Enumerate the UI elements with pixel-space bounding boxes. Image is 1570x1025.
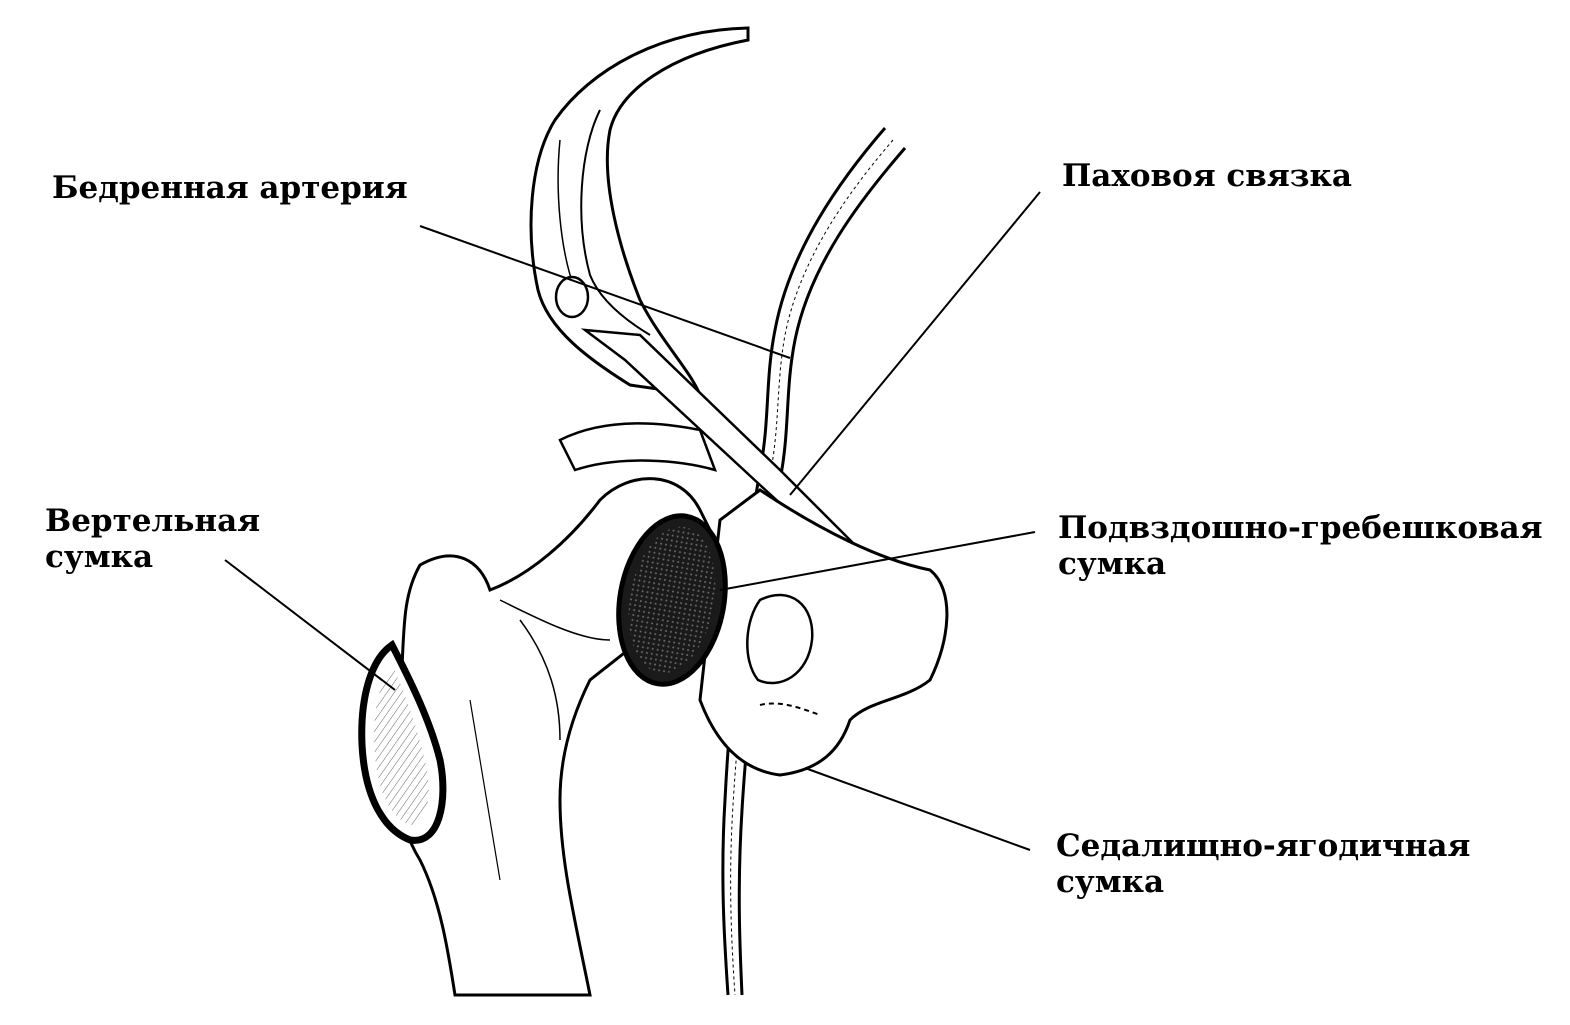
leader-lines	[224, 191, 1041, 851]
leader-femoral-artery	[419, 225, 791, 359]
ilium-bone	[529, 26, 750, 397]
label-ischiogluteal-bursa-line2: сумка	[1056, 864, 1165, 900]
leader-inguinal-ligament	[789, 191, 1041, 496]
label-trochanteric-bursa-line2: сумка	[45, 539, 154, 575]
leader-trochanteric-bursa	[224, 559, 396, 691]
femur-bone	[393, 422, 718, 997]
label-trochanteric-bursa: Вертельная сумка	[45, 503, 260, 575]
label-iliopectineal-bursa-line1: Подвздошно-гребешковая	[1058, 510, 1543, 546]
label-iliopectineal-bursa-line2: сумка	[1058, 546, 1167, 582]
label-femoral-artery: Бедренная артерия	[52, 170, 408, 206]
label-ischiogluteal-bursa-line1: Седалищно-ягодичная	[1056, 828, 1471, 864]
leader-ischiogluteal-bursa	[804, 767, 1031, 851]
label-inguinal-ligament: Паховоя связка	[1062, 158, 1353, 194]
femoral-artery-section	[554, 275, 590, 319]
label-trochanteric-bursa-line1: Вертельная	[45, 503, 261, 539]
iliopectineal-bursa	[616, 513, 728, 687]
pubis-ischium	[698, 488, 949, 777]
trochanteric-bursa	[358, 639, 447, 844]
label-ischiogluteal-bursa: Седалищно-ягодичная сумка	[1056, 828, 1470, 900]
label-iliopectineal-bursa: Подвздошно-гребешковая сумка	[1058, 510, 1543, 582]
leader-iliopectineal-bursa	[719, 531, 1036, 591]
